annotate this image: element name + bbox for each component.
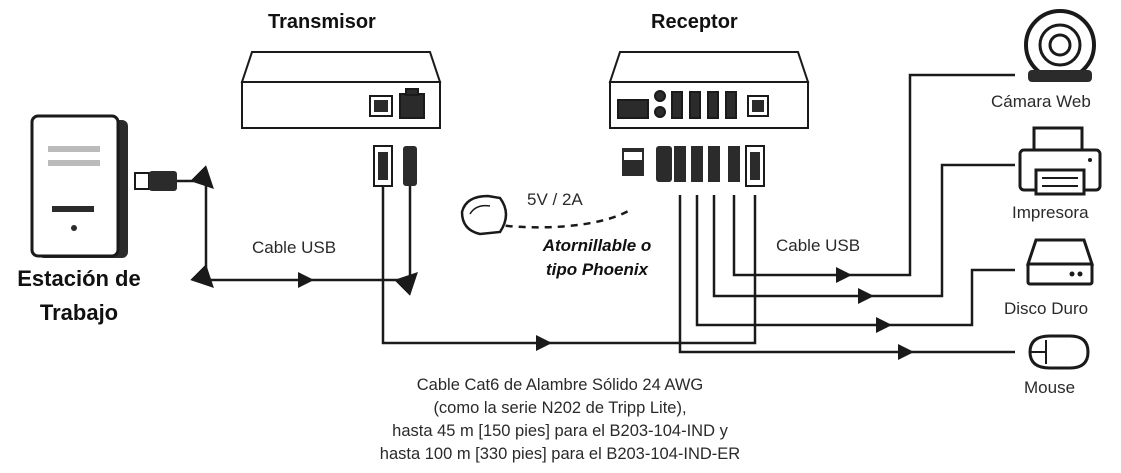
printer-icon — [1018, 126, 1102, 196]
workstation-label-line2: Trabajo — [39, 300, 119, 325]
cable-arrows — [298, 267, 914, 360]
usb-plug-icon — [134, 171, 177, 191]
hard-drive-label: Disco Duro — [1004, 299, 1089, 318]
transmitter-title: Transmisor — [268, 11, 376, 33]
terminal-label-line2: tipo Phoenix — [546, 260, 648, 279]
cable-note-line1: Cable Cat6 de Alambre Sólido 24 AWG — [416, 376, 704, 394]
webcam-icon — [1024, 9, 1096, 82]
cable-note-line4: hasta 100 m [330 pies] para el B203-104-… — [379, 445, 741, 463]
cable-note-line3: hasta 45 m [150 pies] para el B203-104-I… — [392, 422, 728, 440]
transmitter-device — [240, 51, 442, 129]
receiver-device — [608, 51, 810, 129]
terminal-label-line1: Atornillable o — [542, 236, 652, 255]
usb-cable-label-right: Cable USB — [776, 236, 861, 255]
transmitter-connectors — [373, 145, 417, 187]
webcam-label: Cámara Web — [991, 92, 1091, 111]
workstation-label-line1: Estación de — [17, 266, 141, 291]
power-label: 5V / 2A — [527, 190, 583, 209]
hard-drive-icon — [1025, 238, 1095, 286]
receiver-title: Receptor — [651, 11, 738, 33]
usb-cable-label-left: Cable USB — [252, 238, 337, 257]
receiver-connectors — [622, 145, 765, 187]
cables — [177, 73, 1015, 354]
power-adapter-icon — [460, 194, 508, 236]
workstation-tower — [30, 114, 128, 258]
mouse-label: Mouse — [1024, 378, 1076, 397]
printer-label: Impresora — [1012, 203, 1089, 222]
cable-note-line2: (como la serie N202 de Tripp Lite), — [433, 399, 687, 417]
mouse-icon — [1028, 334, 1090, 370]
